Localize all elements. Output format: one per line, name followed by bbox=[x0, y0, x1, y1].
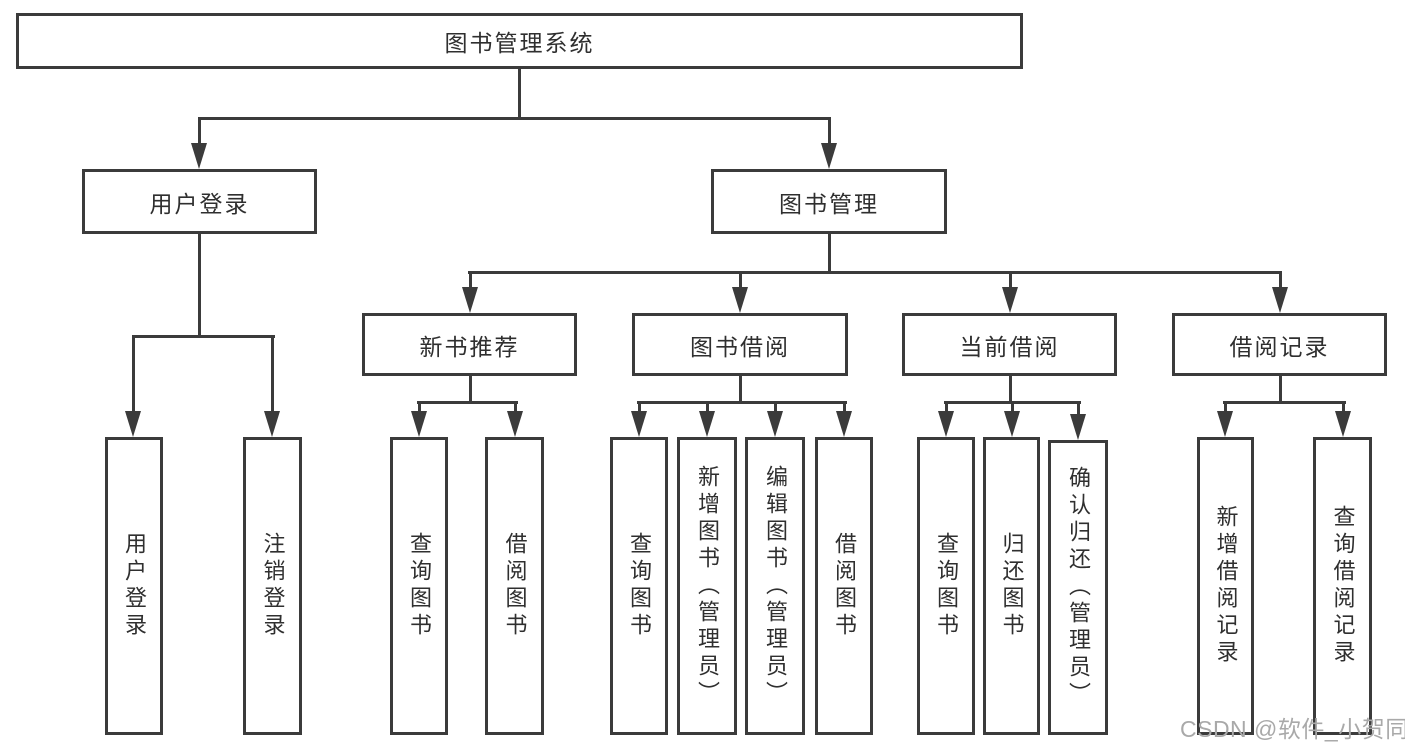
connector-line bbox=[1223, 401, 1346, 404]
node-label: 图书管理系统 bbox=[444, 30, 595, 56]
node-label: 借阅图书 bbox=[832, 532, 857, 640]
leaf-logout: 注销登录 bbox=[243, 437, 302, 735]
connector-line bbox=[1077, 401, 1080, 421]
leaf-borrow-borrow-books: 借阅图书 bbox=[815, 437, 873, 735]
arrowhead-down-icon bbox=[938, 411, 954, 437]
connector-line bbox=[1279, 271, 1282, 291]
node-new-book-recommend: 新书推荐 bbox=[362, 313, 577, 376]
connector-line bbox=[828, 232, 831, 274]
node-label: 图书管理 bbox=[779, 190, 879, 217]
csdn-watermark: CSDN @软件_小贺同学 bbox=[1180, 716, 1405, 742]
node-label: 查询图书 bbox=[934, 532, 959, 640]
connector-line bbox=[828, 117, 831, 147]
connector-line bbox=[198, 117, 201, 147]
arrowhead-down-icon bbox=[125, 411, 141, 437]
arrowhead-down-icon bbox=[264, 411, 280, 437]
node-label: 注销登录 bbox=[260, 532, 286, 640]
arrowhead-down-icon bbox=[462, 287, 478, 313]
connector-line bbox=[739, 271, 742, 291]
arrowhead-down-icon bbox=[1070, 414, 1086, 440]
connector-line bbox=[637, 401, 847, 404]
connector-line bbox=[132, 335, 135, 415]
leaf-user-login: 用户登录 bbox=[105, 437, 163, 735]
node-label: 查询借阅记录 bbox=[1330, 505, 1356, 667]
connector-line bbox=[1279, 373, 1282, 404]
node-book-borrow: 图书借阅 bbox=[632, 313, 848, 376]
node-label: 用户登录 bbox=[122, 532, 147, 640]
node-label: 新增借阅记录 bbox=[1213, 505, 1239, 667]
node-label: 新增图书（管理员） bbox=[695, 464, 720, 708]
connector-line bbox=[518, 66, 521, 119]
node-book-management: 图书管理 bbox=[711, 169, 947, 234]
leaf-recommend-query-books: 查询图书 bbox=[390, 437, 448, 735]
connector-line bbox=[469, 271, 472, 291]
arrowhead-down-icon bbox=[507, 411, 523, 437]
connector-line bbox=[198, 231, 201, 338]
arrowhead-down-icon bbox=[1002, 287, 1018, 313]
leaf-current-query-books: 查询图书 bbox=[917, 437, 975, 735]
arrowhead-down-icon bbox=[1272, 287, 1288, 313]
node-label: 图书借阅 bbox=[690, 333, 790, 360]
arrowhead-down-icon bbox=[821, 143, 837, 169]
connector-line bbox=[739, 373, 742, 404]
connector-line bbox=[198, 117, 831, 120]
connector-line bbox=[271, 335, 274, 415]
connector-line bbox=[468, 271, 1282, 274]
connector-line bbox=[417, 401, 518, 404]
leaf-records-add-borrow-record: 新增借阅记录 bbox=[1197, 437, 1254, 735]
arrowhead-down-icon bbox=[732, 287, 748, 313]
node-label: 借阅图书 bbox=[502, 532, 528, 640]
leaf-borrow-add-books-admin: 新增图书（管理员） bbox=[677, 437, 737, 735]
node-label: 归还图书 bbox=[999, 532, 1025, 640]
node-label: 用户登录 bbox=[149, 190, 250, 217]
node-label: 借阅记录 bbox=[1229, 333, 1330, 360]
arrowhead-down-icon bbox=[411, 411, 427, 437]
node-borrow-records: 借阅记录 bbox=[1172, 313, 1387, 376]
arrowhead-down-icon bbox=[191, 143, 207, 169]
arrowhead-down-icon bbox=[631, 411, 647, 437]
node-current-borrow: 当前借阅 bbox=[902, 313, 1117, 376]
arrowhead-down-icon bbox=[767, 411, 783, 437]
node-label: 查询图书 bbox=[627, 532, 652, 640]
connector-line bbox=[1009, 373, 1012, 404]
leaf-current-confirm-return-admin: 确认归还（管理员） bbox=[1048, 440, 1108, 735]
arrowhead-down-icon bbox=[1004, 411, 1020, 437]
node-label: 当前借阅 bbox=[959, 333, 1060, 360]
node-label: 确认归还（管理员） bbox=[1066, 466, 1091, 709]
arrowhead-down-icon bbox=[1217, 411, 1233, 437]
node-user-login: 用户登录 bbox=[82, 169, 317, 234]
node-label: 编辑图书（管理员） bbox=[763, 464, 788, 708]
node-library-management-system: 图书管理系统 bbox=[16, 13, 1023, 69]
node-label: 新书推荐 bbox=[419, 333, 520, 360]
connector-line bbox=[1009, 271, 1012, 291]
node-label: 查询图书 bbox=[407, 532, 432, 640]
leaf-borrow-query-books: 查询图书 bbox=[610, 437, 668, 735]
arrowhead-down-icon bbox=[1335, 411, 1351, 437]
leaf-records-query-borrow-record: 查询借阅记录 bbox=[1313, 437, 1372, 735]
connector-line bbox=[132, 335, 275, 338]
leaf-borrow-edit-books-admin: 编辑图书（管理员） bbox=[745, 437, 805, 735]
arrowhead-down-icon bbox=[699, 411, 715, 437]
leaf-recommend-borrow-books: 借阅图书 bbox=[485, 437, 544, 735]
connector-line bbox=[469, 373, 472, 404]
arrowhead-down-icon bbox=[836, 411, 852, 437]
leaf-current-return-books: 归还图书 bbox=[983, 437, 1040, 735]
